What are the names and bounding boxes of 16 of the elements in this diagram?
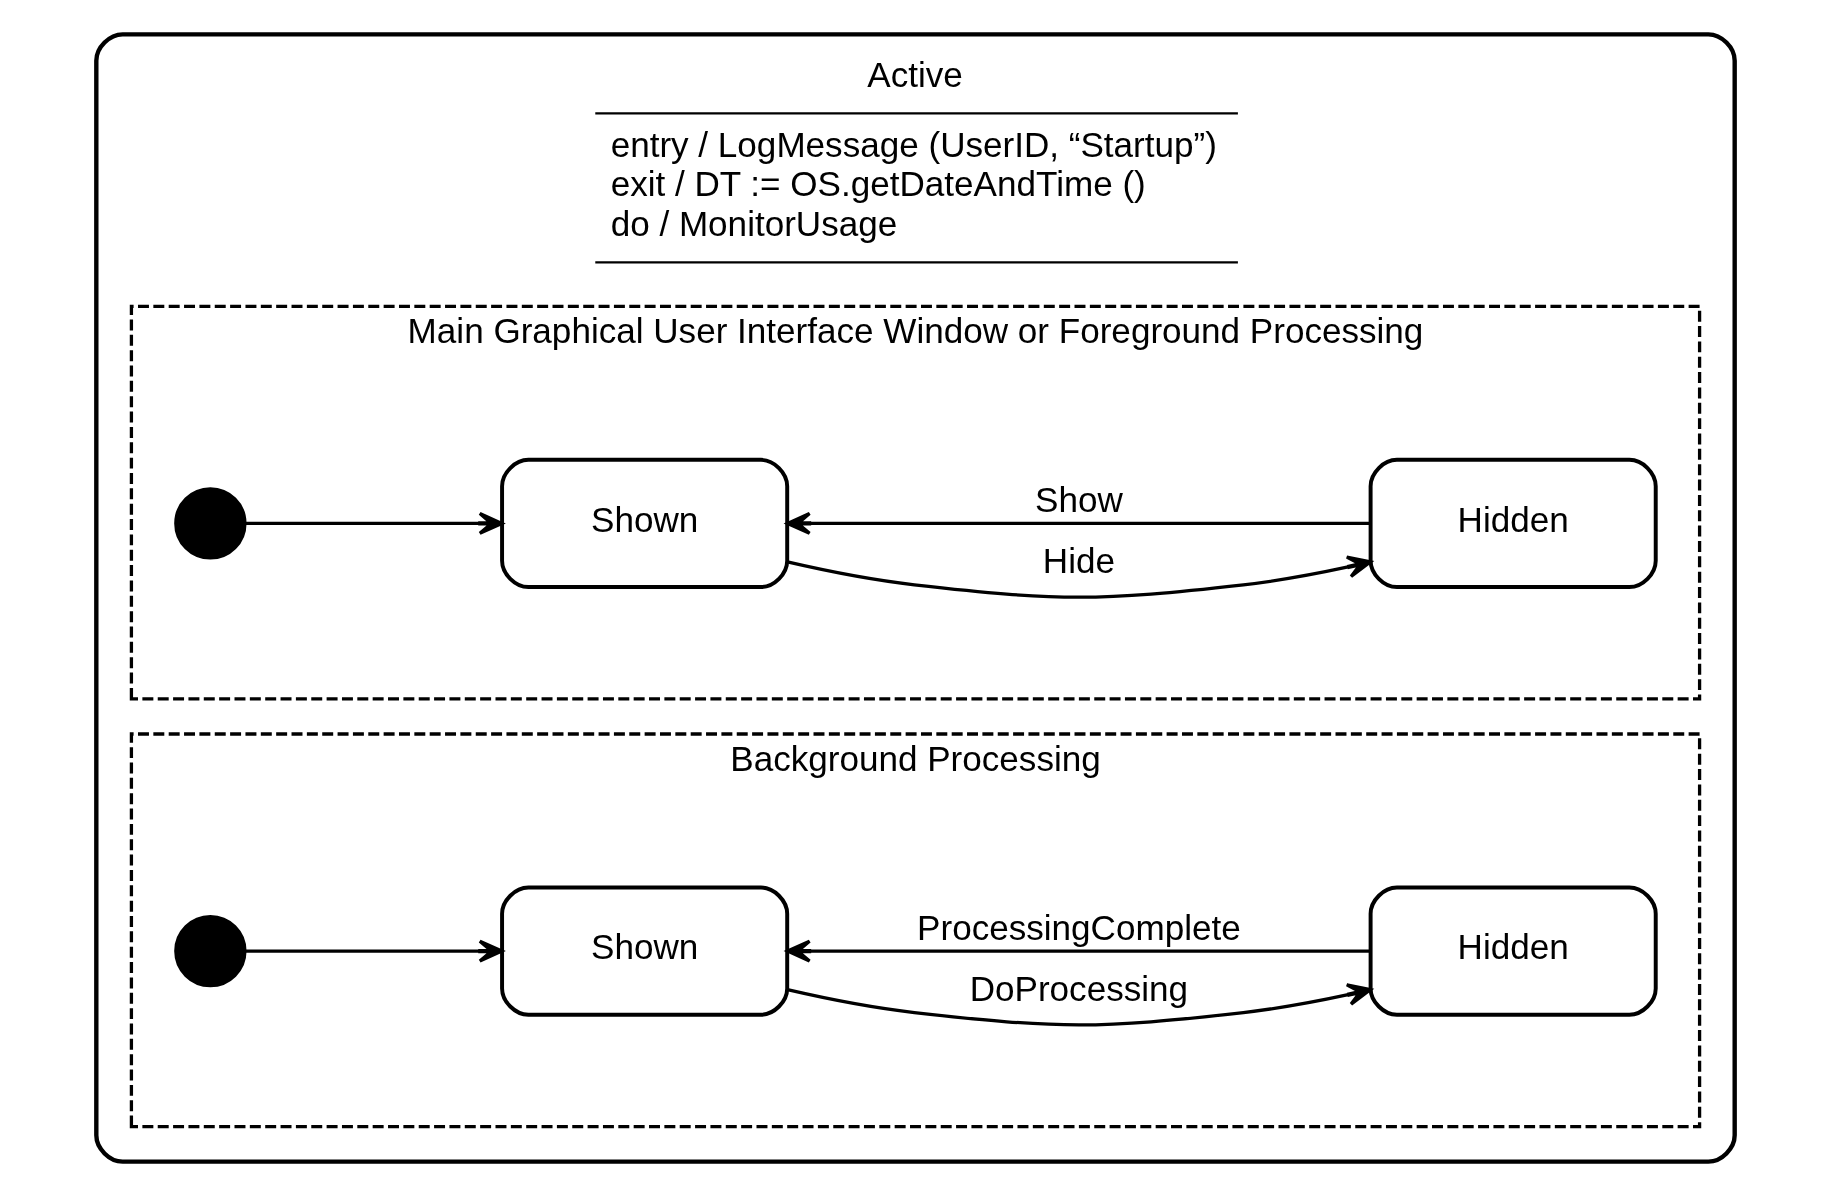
arrow bbox=[785, 511, 1370, 535]
edge-label: Show bbox=[1034, 480, 1123, 520]
node-circle bbox=[173, 487, 247, 560]
arrow bbox=[785, 939, 1370, 963]
node-box: Hidden bbox=[1368, 885, 1658, 1017]
node-circle bbox=[173, 914, 247, 988]
edge-label: ProcessingComplete bbox=[916, 907, 1241, 947]
node-box: Shown bbox=[499, 457, 789, 589]
edge-label: Hide bbox=[1042, 541, 1115, 581]
arrow bbox=[245, 511, 503, 535]
edge-label: DoProcessing bbox=[969, 969, 1188, 1009]
node-box: Hidden bbox=[1368, 457, 1658, 589]
arrow bbox=[786, 983, 1372, 1027]
arrow bbox=[786, 555, 1372, 599]
node-box: Shown bbox=[499, 885, 789, 1017]
arrow bbox=[245, 939, 503, 963]
